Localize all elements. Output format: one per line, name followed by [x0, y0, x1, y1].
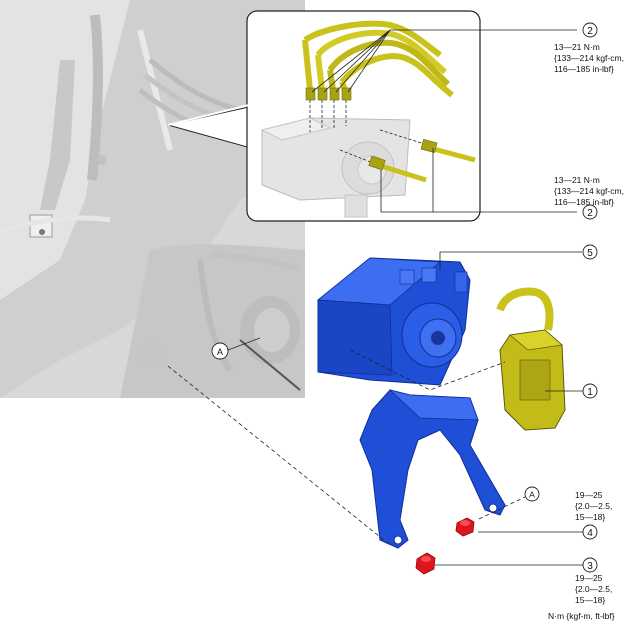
torque-spec-bolt-four: 19—25 {2.0—2.5, 15—18} [575, 490, 612, 523]
torque-spec-top-line-1: 13—21 N·m [554, 42, 600, 52]
torque-spec-bolt-three-line-2: {2.0—2.5, [575, 584, 613, 594]
torque-spec-top-line-2: {133—214 kgf-cm, [554, 53, 624, 63]
callout-circle-1 [582, 383, 598, 399]
hcu-assembly [316, 257, 506, 549]
callout-circle-2-bottom [582, 204, 598, 220]
torque-spec-bolt-four-line-1: 19—25 [575, 490, 603, 500]
torque-spec-bolt-three-line-3: 15—18} [575, 595, 606, 605]
torque-spec-bolt-four-line-3: 15—18} [575, 512, 606, 522]
torque-spec-bolt-four-line-2: {2.0—2.5, [575, 501, 613, 511]
torque-spec-bolt-three: 19—25 {2.0—2.5, 15—18} [575, 573, 612, 606]
units-note: N·m {kgf-m, ft-lbf} [548, 611, 615, 621]
callout-4: 4 [587, 528, 593, 539]
torque-spec-bolt-three-line-1: 19—25 [575, 573, 603, 583]
torque-spec-middle: 13—21 N·m {133—214 kgf-cm, 116—185 in-lb… [554, 175, 624, 208]
torque-spec-middle-line-2: {133—214 kgf-cm, [554, 186, 624, 196]
torque-spec-top: 13—21 N·m {133—214 kgf-cm, 116—185 in-lb… [554, 42, 624, 75]
callout-circle-2-top [582, 22, 598, 38]
callout-circles [211, 22, 598, 573]
callout-circle-5 [582, 244, 598, 260]
callout-circle-a-left [211, 342, 229, 360]
callout-3: 3 [587, 561, 593, 572]
component-one [496, 287, 566, 431]
inset-detail [167, 10, 577, 222]
leader-lines [227, 251, 583, 566]
torque-spec-middle-line-3: 116—185 in-lbf} [554, 197, 614, 207]
callout-a-right: A [529, 490, 535, 500]
callout-circle-3 [582, 557, 598, 573]
callout-a-left: A [217, 347, 223, 357]
callout-1: 1 [587, 387, 593, 398]
dashed-guides [167, 349, 526, 546]
torque-spec-middle-line-1: 13—21 N·m [554, 175, 600, 185]
callout-circle-4 [582, 524, 598, 540]
bolts [415, 517, 475, 575]
callout-2-top: 2 [587, 26, 593, 37]
callout-circle-a-right [524, 486, 540, 502]
torque-spec-top-line-3: 116—185 in-lbf} [554, 64, 614, 74]
callout-2-bottom: 2 [587, 208, 593, 219]
callout-5: 5 [587, 248, 593, 259]
